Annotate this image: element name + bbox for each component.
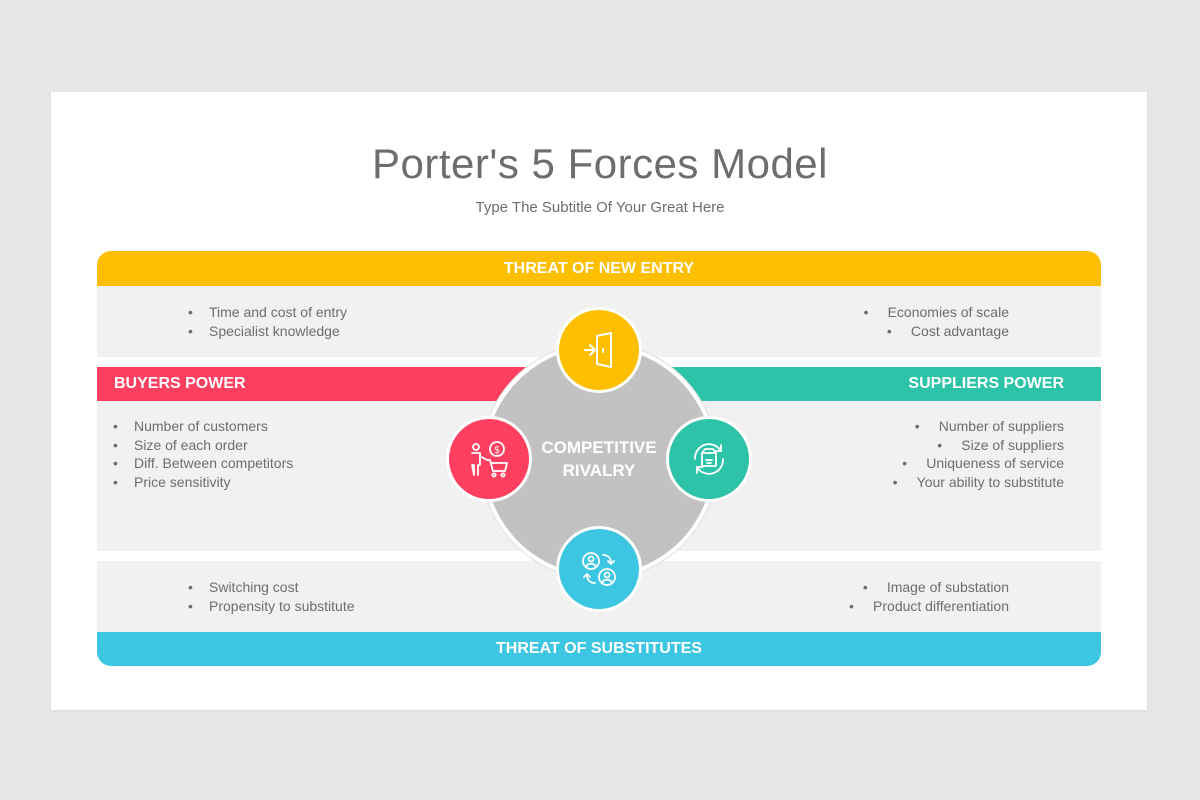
supplier-box-icon	[694, 443, 724, 475]
new-entry-header: THREAT OF NEW ENTRY	[97, 251, 1101, 286]
list-item: Economies of scale	[864, 303, 1009, 322]
suppliers-power-badge	[669, 419, 749, 499]
list-item: Propensity to substitute	[188, 597, 355, 616]
list-item: Specialist knowledge	[188, 322, 347, 341]
new-entry-badge	[559, 310, 639, 390]
list-item: Your ability to substitute	[893, 473, 1064, 492]
new-entry-left-list: Time and cost of entry Specialist knowle…	[188, 303, 347, 340]
suppliers-power-list: Number of suppliers Size of suppliers Un…	[893, 417, 1064, 491]
substitutes-badge	[559, 529, 639, 609]
buyers-power-badge: $	[449, 419, 529, 499]
buyers-power-list: Number of customers Size of each order D…	[113, 417, 293, 491]
buyers-power-label: BUYERS POWER	[114, 375, 246, 392]
suppliers-power-label: SUPPLIERS POWER	[908, 375, 1064, 392]
substitutes-left-list: Switching cost Propensity to substitute	[188, 578, 355, 615]
user-swap-icon	[582, 552, 616, 586]
new-entry-label: THREAT OF NEW ENTRY	[503, 259, 695, 277]
substitutes-header: THREAT OF SUBSTITUTES	[97, 632, 1101, 666]
new-entry-right-list: Economies of scale Cost advantage	[864, 303, 1009, 340]
substitutes-right-list: Image of substation Product differentiat…	[849, 578, 1009, 615]
list-item: Diff. Between competitors	[113, 454, 293, 473]
list-item: Cost advantage	[864, 322, 1009, 341]
center-line-1: COMPETITIVE	[541, 438, 657, 457]
list-item: Size of suppliers	[893, 436, 1064, 455]
list-item: Size of each order	[113, 436, 293, 455]
substitutes-label: THREAT OF SUBSTITUTES	[496, 640, 702, 657]
svg-text:$: $	[494, 445, 500, 456]
slide-subtitle: Type The Subtitle Of Your Great Here	[475, 199, 725, 216]
center-line-2: RIVALRY	[562, 461, 636, 480]
competitive-rivalry-label: COMPETITIVE RIVALRY	[485, 436, 713, 482]
list-item: Time and cost of entry	[188, 303, 347, 322]
list-item: Number of suppliers	[893, 417, 1064, 436]
slide-title: Porter's 5 Forces Model	[371, 140, 828, 187]
suppliers-power-header: SUPPLIERS POWER	[663, 367, 1101, 401]
list-item: Product differentiation	[849, 597, 1009, 616]
door-enter-icon	[584, 332, 612, 368]
list-item: Number of customers	[113, 417, 293, 436]
list-item: Switching cost	[188, 578, 355, 597]
buyer-cart-icon: $	[471, 441, 508, 478]
buyers-power-header: BUYERS POWER	[97, 367, 537, 401]
list-item: Price sensitivity	[113, 473, 293, 492]
list-item: Image of substation	[849, 578, 1009, 597]
list-item: Uniqueness of service	[893, 454, 1064, 473]
